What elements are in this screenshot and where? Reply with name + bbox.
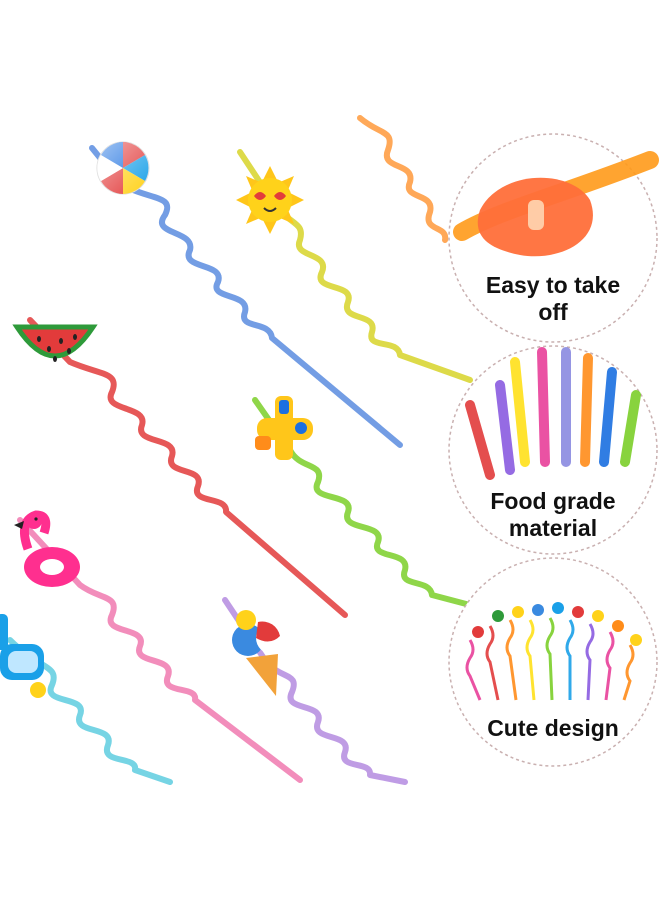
beach-ball-topper [96, 141, 150, 195]
flamingo-topper [14, 510, 80, 587]
callout-food-grade [448, 345, 658, 555]
airplane-topper [255, 396, 313, 460]
straw-airplane [252, 397, 473, 608]
straw-sun [237, 149, 473, 383]
callout-easy-remove [448, 133, 659, 343]
callout-line: Cute design [487, 715, 619, 741]
ice-cream-topper [232, 610, 288, 696]
callout-label-cute-design: Cute design [458, 715, 648, 742]
straw-beach-ball [89, 145, 403, 448]
snorkel-topper [0, 614, 46, 698]
straw-snorkel [7, 637, 173, 785]
callout-label-food-grade: Food grade material [458, 488, 648, 542]
callout-cute-design [448, 557, 658, 767]
sun-topper [236, 166, 304, 234]
callout-line: off [538, 299, 568, 325]
straw-flamingo [17, 517, 303, 783]
watermelon-topper [12, 324, 98, 362]
straw-orange [357, 115, 449, 243]
straw-watermelon [27, 317, 348, 618]
callout-line: material [508, 515, 598, 541]
straw-ice-cream [222, 597, 408, 785]
callout-label-easy-remove: Easy to take off [458, 272, 648, 326]
callout-line: Food grade [490, 488, 616, 514]
callout-line: Easy to take [485, 272, 621, 298]
